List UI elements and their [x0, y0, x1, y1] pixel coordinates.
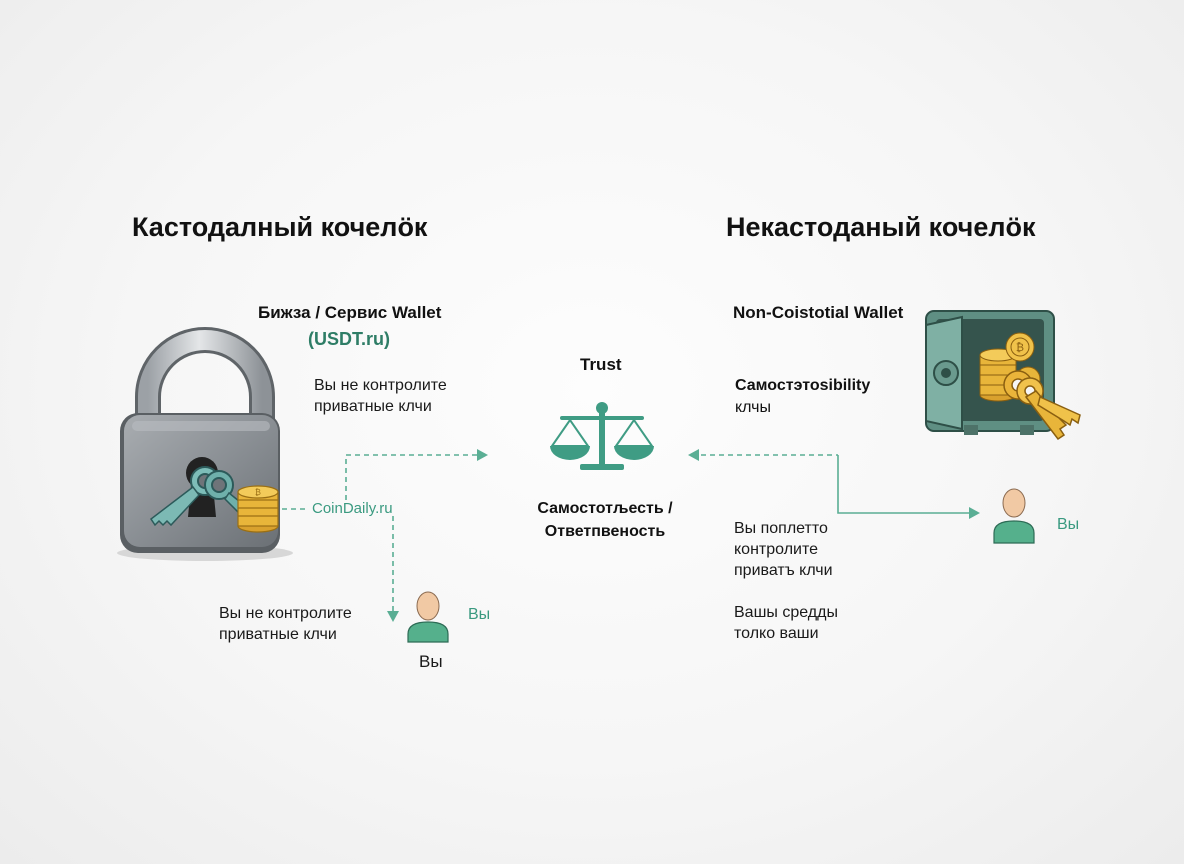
funds-line1: Вашы средды: [734, 604, 838, 621]
gold-keys-icon: [1003, 370, 1081, 441]
user-avatar-icon: [407, 591, 449, 643]
svg-text:₿: ₿: [255, 488, 261, 497]
coindaily-label: CoinDaily.ru: [312, 500, 393, 517]
control-line1: Вы поплетто: [734, 520, 828, 537]
control-text: Вы поплетто контролите приватъ клчи: [734, 518, 833, 581]
wallet-name: Non-Coistotial Wallet: [733, 303, 904, 322]
right-user-avatar-icon: [993, 488, 1035, 544]
left-user-tag: Вы: [468, 606, 491, 623]
keys-line1: Самостэтоsibility: [735, 377, 871, 394]
right-user-tag: Вы: [1057, 516, 1080, 533]
no-control-text-bottom: Вы не контролите приватные клчи: [219, 603, 352, 645]
no-control-bottom-line2: приватные клчи: [219, 626, 337, 643]
coins-icon: ₿: [237, 485, 279, 533]
funds-text: Вашы средды толко ваши: [734, 602, 838, 644]
svg-text:₿: ₿: [1016, 341, 1024, 354]
keys-line2: клчы: [735, 399, 771, 416]
responsibility-line1: Самостотљесть /: [537, 500, 673, 517]
scales-icon: [550, 402, 654, 470]
control-line3: приватъ клчи: [734, 562, 833, 579]
trust-label: Trust: [580, 355, 622, 374]
provider-domain: (USDT.ru): [308, 329, 390, 350]
responsibility-label: Самостотљесть / Ответпвеность: [530, 497, 680, 543]
left-user-caption: Вы: [419, 652, 443, 671]
no-control-top-line1: Вы не контролите: [314, 377, 447, 394]
funds-line2: толко ваши: [734, 625, 819, 642]
right-title: Некастоданый кочелӧк: [726, 212, 1036, 242]
responsibility-line2: Ответпвеность: [544, 523, 666, 540]
provider-domain-text: (USDT.ru): [308, 329, 390, 349]
left-title: Кастодалный кочелӧк: [132, 212, 428, 242]
control-line2: контролите: [734, 541, 819, 558]
no-control-bottom-line1: Вы не контролите: [219, 605, 352, 622]
provider-label: Бижза / Сервис Wallet: [258, 303, 442, 322]
keys-label: Самостэтоsibility клчы: [735, 375, 870, 419]
no-control-top-line2: приватные клчи: [314, 398, 432, 415]
no-control-text-top: Вы не контролите приватные клчи: [314, 375, 447, 417]
